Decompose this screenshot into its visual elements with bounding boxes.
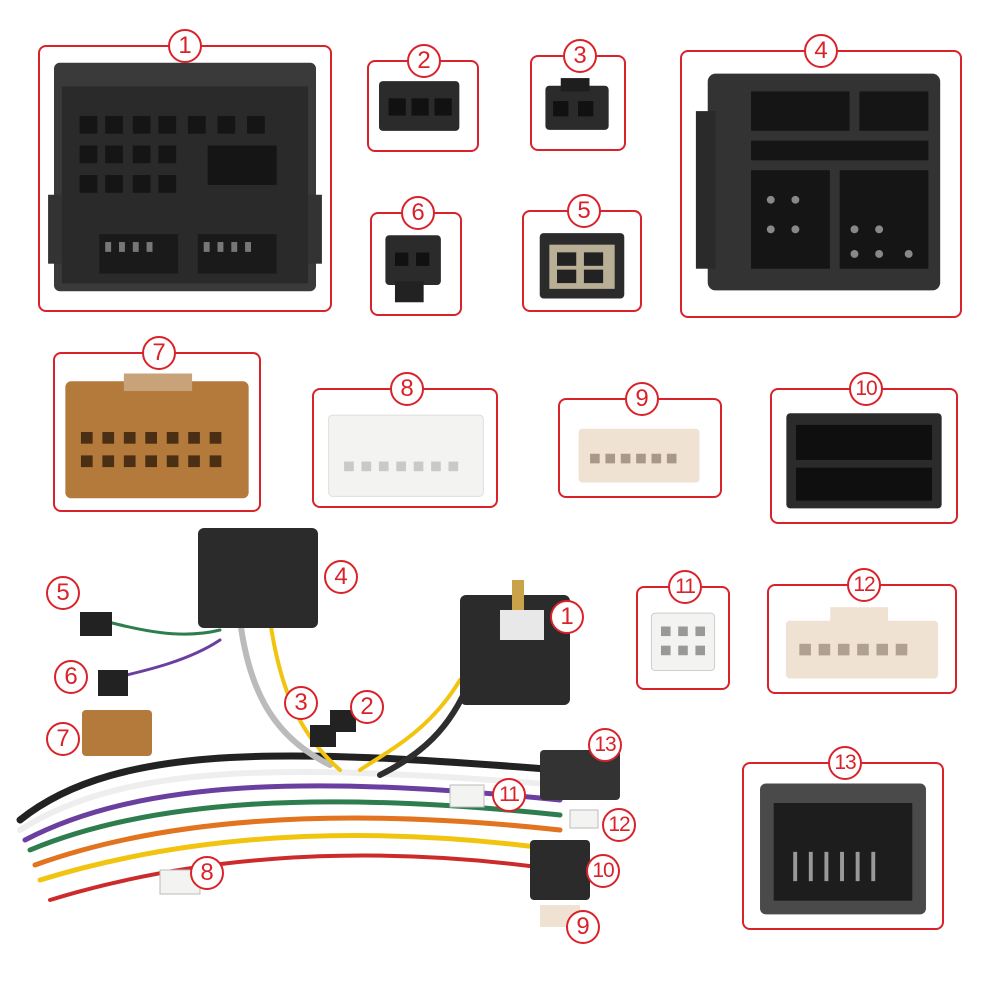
label-12: 12 [847, 568, 881, 602]
harness-label-11: 11 [492, 778, 526, 812]
connector-6-image [385, 235, 441, 303]
panel-connector-2: 2 [367, 44, 479, 152]
connector-7-image [65, 373, 249, 499]
label-11: 11 [668, 570, 702, 604]
connector-4-image [695, 73, 941, 291]
label-1: 1 [168, 29, 202, 63]
panel-connector-5: 5 [522, 194, 642, 312]
connector-12-image [785, 607, 939, 679]
panel-connector-7: 7 [53, 336, 261, 512]
label-4: 4 [804, 34, 838, 68]
wiring-harness [16, 528, 620, 927]
harness-label-3: 3 [284, 686, 318, 720]
panel-connector-4: 4 [680, 34, 962, 318]
connector-5-image [539, 233, 625, 299]
harness-label-9: 9 [566, 910, 600, 944]
connector-11-image [650, 612, 716, 672]
label-13: 13 [828, 746, 862, 780]
label-10: 10 [849, 372, 883, 406]
harness-label-1: 1 [550, 600, 584, 634]
harness-label-7: 7 [46, 722, 80, 756]
label-7: 7 [142, 336, 176, 370]
harness-label-4: 4 [324, 560, 358, 594]
connector-9-image [578, 428, 700, 483]
panel-connector-1: 1 [38, 29, 332, 312]
panel-connector-8: 8 [312, 372, 498, 508]
panel-connector-9: 9 [558, 382, 722, 498]
harness-label-5: 5 [46, 576, 80, 610]
harness-label-6: 6 [54, 660, 88, 694]
panel-connector-13: 13 [742, 746, 944, 930]
label-3: 3 [563, 39, 597, 73]
connector-8-image [328, 414, 484, 497]
harness-label-13: 13 [588, 728, 622, 762]
connector-1-image [48, 62, 322, 292]
panel-connector-11: 11 [636, 570, 730, 690]
harness-label-12: 12 [602, 808, 636, 842]
label-5: 5 [567, 194, 601, 228]
label-8: 8 [390, 372, 424, 406]
connector-2-image [379, 81, 460, 131]
connector-3-image [545, 78, 609, 130]
label-6: 6 [401, 196, 435, 230]
label-9: 9 [625, 382, 659, 416]
label-2: 2 [407, 44, 441, 78]
panel-connector-12: 12 [767, 568, 957, 694]
connector-13-image [760, 783, 926, 915]
panel-connector-6: 6 [370, 196, 462, 316]
connector-10-image [786, 413, 942, 509]
panel-connector-10: 10 [770, 372, 958, 524]
panel-connector-3: 3 [530, 39, 626, 151]
harness-label-8: 8 [190, 856, 224, 890]
harness-label-10: 10 [586, 854, 620, 888]
harness-label-2: 2 [350, 690, 384, 724]
